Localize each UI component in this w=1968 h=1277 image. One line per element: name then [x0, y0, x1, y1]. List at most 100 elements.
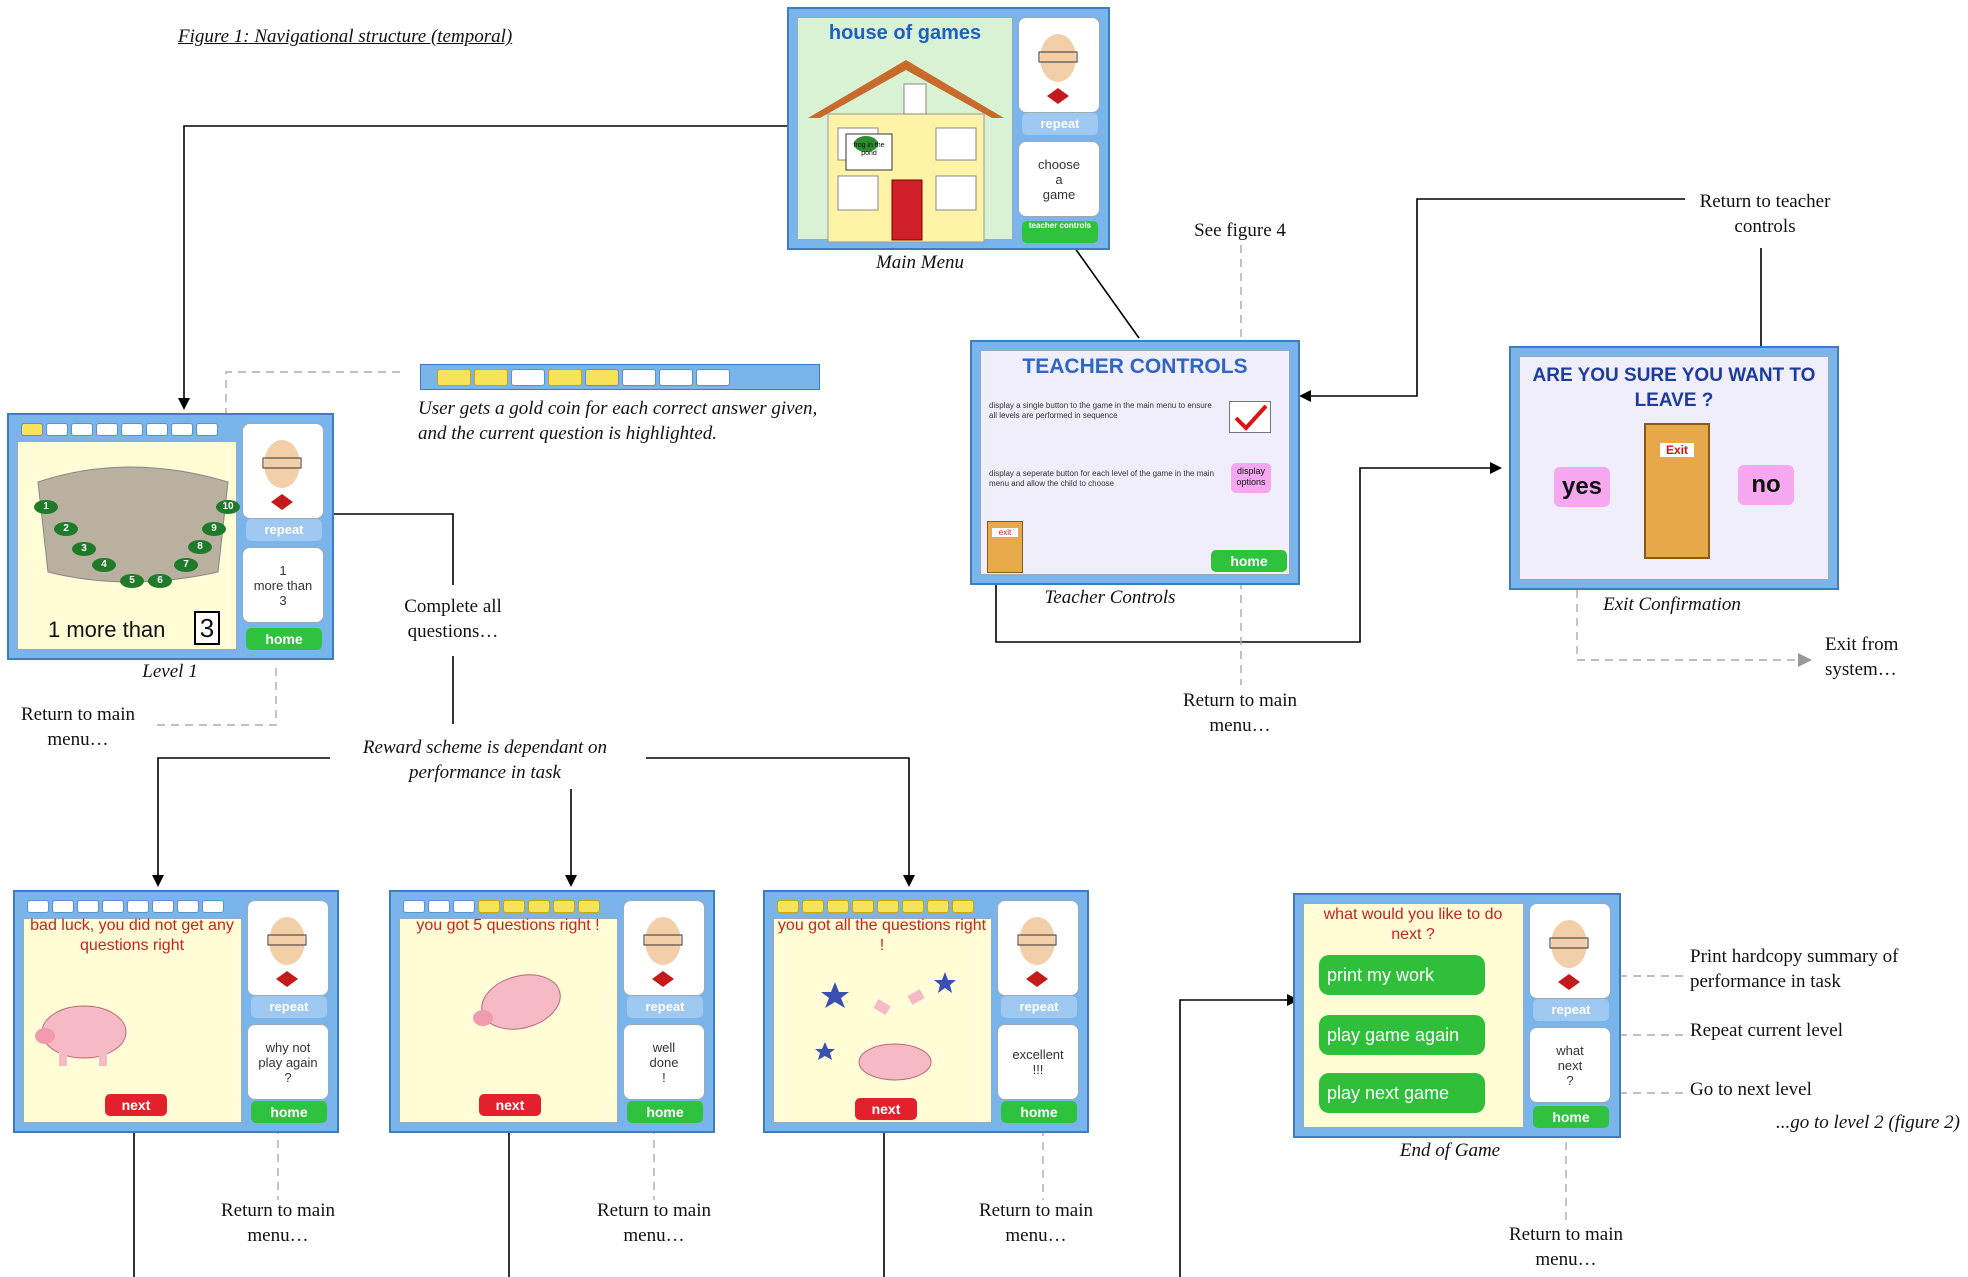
play-next-game-button[interactable]: play next game — [1319, 1073, 1485, 1113]
progress-coin — [927, 900, 949, 913]
frog-sign[interactable]: frog in the pond — [853, 142, 885, 157]
progress-cell — [127, 900, 149, 913]
progress-cell — [428, 900, 450, 913]
lily-pad-8[interactable]: 8 — [188, 540, 212, 554]
piggy-bank-icon — [35, 1005, 127, 1066]
exit-sign: Exit — [1660, 443, 1694, 457]
progress-bar-sample — [420, 364, 820, 390]
repeat-level-label: Repeat current level — [1690, 1020, 1843, 1041]
progress-cell — [102, 900, 124, 913]
print-summary-label: Print hardcopy summary of performance in… — [1690, 946, 1899, 992]
home-button[interactable]: home — [251, 1101, 327, 1123]
teacher-avatar — [623, 900, 705, 996]
progress-coin — [474, 369, 508, 386]
complete-all-label: Complete all questions… — [404, 596, 502, 642]
lily-pad-2[interactable]: 2 — [54, 522, 78, 536]
home-button[interactable]: home — [1001, 1101, 1077, 1123]
main-menu-title: house of games — [828, 22, 982, 44]
lily-pad-9[interactable]: 9 — [202, 522, 226, 536]
exit-door-icon[interactable]: exit — [987, 521, 1023, 573]
progress-cell — [453, 900, 475, 913]
no-button[interactable]: no — [1738, 465, 1794, 505]
next-button[interactable]: next — [855, 1098, 917, 1120]
repeat-button[interactable]: repeat — [251, 996, 327, 1018]
level1-caption: Level 1 — [142, 661, 198, 682]
level1-answer-box[interactable]: 3 — [194, 611, 220, 645]
progress-coin — [553, 900, 575, 913]
repeat-button[interactable]: repeat — [1022, 113, 1098, 135]
exit-confirm-title: ARE YOU SURE YOU WANT TO LEAVE ? — [1532, 365, 1816, 411]
progress-cell — [403, 900, 425, 913]
return-main-reward-all: Return to main menu… — [979, 1200, 1093, 1246]
progress-cell — [622, 369, 656, 386]
progress-cell — [511, 369, 545, 386]
progress-cell — [202, 900, 224, 913]
progress-cell — [659, 369, 693, 386]
encouragement-box: well done ! — [623, 1024, 705, 1100]
teacher-avatar — [242, 423, 324, 519]
end-game-caption: End of Game — [1399, 1140, 1501, 1161]
choose-game-box: choose a game — [1018, 141, 1100, 217]
teacher-controls-button[interactable]: teacher controls — [1022, 221, 1098, 243]
yes-button[interactable]: yes — [1554, 467, 1610, 507]
reward-message: bad luck, you did not get any questions … — [30, 917, 234, 954]
teacher-controls-screen: TEACHER CONTROLS display a single button… — [970, 340, 1300, 585]
main-menu-screen: house of games frog in the pond repeat c… — [787, 7, 1110, 250]
progress-cell — [52, 900, 74, 913]
progress-note: User gets a gold coin for each correct a… — [418, 398, 818, 444]
go-level2-label: ...go to level 2 (figure 2) — [1776, 1112, 1960, 1133]
teacher-avatar — [247, 900, 329, 996]
lily-pad-6[interactable]: 6 — [148, 574, 172, 588]
return-teacher-label: Return to teacher controls — [1699, 191, 1831, 237]
encouragement-box: why not play again ? — [247, 1024, 329, 1100]
exit-confirm-screen: ARE YOU SURE YOU WANT TO LEAVE ? Exit ye… — [1509, 346, 1839, 590]
return-main-end-game: Return to main menu… — [1509, 1224, 1623, 1270]
lily-pad-1[interactable]: 1 — [34, 500, 58, 514]
return-main-teacher: Return to main menu… — [1183, 690, 1297, 736]
home-button[interactable]: home — [246, 628, 322, 650]
reward-branch-right — [646, 757, 915, 887]
home-button[interactable]: home — [1533, 1106, 1609, 1128]
end-game-title: what would you like to do next ? — [1323, 906, 1503, 943]
play-again-button[interactable]: play game again — [1319, 1015, 1485, 1055]
reward-none-screen: bad luck, you did not get any questions … — [13, 890, 339, 1133]
print-work-button[interactable]: print my work — [1319, 955, 1485, 995]
reward-scheme-label: Reward scheme is dependant on performanc… — [362, 737, 608, 783]
progress-cell-current — [585, 369, 619, 386]
next-button[interactable]: next — [479, 1094, 541, 1116]
figure-title: Figure 1: Navigational structure (tempor… — [178, 26, 513, 47]
progress-coin — [877, 900, 899, 913]
progress-cell — [146, 423, 168, 436]
next-button[interactable]: next — [105, 1094, 167, 1116]
progress-cell — [196, 423, 218, 436]
option-single-button: display a single button to the game in t… — [989, 401, 1212, 420]
lily-pad-3[interactable]: 3 — [72, 542, 96, 556]
exit-sign: exit — [992, 528, 1018, 537]
progress-coin — [437, 369, 471, 386]
display-options-button[interactable]: display options — [1231, 463, 1271, 493]
lily-pad-10[interactable]: 10 — [216, 500, 240, 514]
lily-pad-7[interactable]: 7 — [174, 558, 198, 572]
repeat-button[interactable]: repeat — [246, 519, 322, 541]
repeat-button[interactable]: repeat — [1001, 996, 1077, 1018]
teacher-controls-caption: Teacher Controls — [1044, 587, 1176, 608]
repeat-button[interactable]: repeat — [1533, 999, 1609, 1021]
option-separate-buttons: display a seperate button for each level… — [989, 469, 1215, 488]
progress-coin — [852, 900, 874, 913]
progress-cell — [46, 423, 68, 436]
home-button[interactable]: home — [627, 1101, 703, 1123]
progress-cell — [27, 900, 49, 913]
checkbox-checked[interactable] — [1229, 401, 1271, 433]
repeat-button[interactable]: repeat — [627, 996, 703, 1018]
progress-cell — [696, 369, 730, 386]
main-to-level1-arrow — [178, 125, 834, 410]
progress-cell — [77, 900, 99, 913]
lily-pad-5[interactable]: 5 — [120, 574, 144, 588]
home-button[interactable]: home — [1211, 550, 1287, 572]
return-teacher-arrow — [1299, 198, 1685, 402]
progress-coin — [503, 900, 525, 913]
progress-cell-current — [21, 423, 43, 436]
lily-pad-4[interactable]: 4 — [92, 558, 116, 572]
progress-coin — [952, 900, 974, 913]
